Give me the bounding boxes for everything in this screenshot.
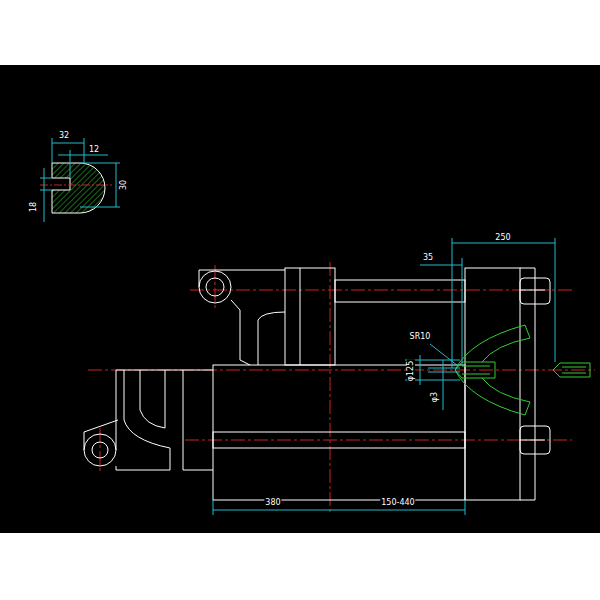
drawing-stroke xyxy=(183,370,213,470)
dimension-label: SR10 xyxy=(409,333,432,341)
dimension-label: 12 xyxy=(88,146,100,154)
drawing-stroke xyxy=(70,150,71,178)
drawing-stroke xyxy=(84,434,116,466)
drawing-stroke xyxy=(199,270,285,365)
drawing-stroke xyxy=(40,190,52,191)
drawing-stroke xyxy=(116,163,117,207)
drawing-stroke xyxy=(465,500,466,515)
drawing-stroke xyxy=(84,138,85,163)
dimension-label: 18 xyxy=(30,201,38,213)
drawing-stroke xyxy=(100,428,101,472)
drawing-stroke xyxy=(80,207,120,208)
drawing-stroke xyxy=(520,426,550,454)
dimension-label: φ125 xyxy=(407,360,415,383)
drawing-stroke xyxy=(52,138,53,163)
drawing-stroke xyxy=(420,265,462,266)
drawing-stroke xyxy=(455,370,530,415)
drawing-stroke xyxy=(140,370,165,428)
drawing-stroke xyxy=(428,372,460,373)
drawing-stroke xyxy=(562,367,586,373)
drawing-stroke xyxy=(185,440,572,441)
drawing-stroke xyxy=(80,163,120,164)
drawing-stroke xyxy=(335,280,465,302)
drawing-stroke xyxy=(206,278,224,296)
drawing-stroke xyxy=(40,178,52,179)
section-detail xyxy=(40,138,120,222)
drawing-stroke xyxy=(300,268,301,365)
drawing-stroke xyxy=(462,258,463,365)
drawing-stroke xyxy=(52,163,105,213)
drawing-stroke xyxy=(84,370,213,470)
centre-lines xyxy=(88,262,595,515)
drawing-stroke xyxy=(40,185,112,186)
drawing-stroke xyxy=(520,268,535,500)
drawing-stroke xyxy=(52,143,84,144)
dimension-label: 150-440 xyxy=(380,499,415,507)
drawing-stroke xyxy=(199,271,231,303)
drawing-stroke xyxy=(452,238,453,368)
injection-unit xyxy=(84,268,550,500)
dimension-label: 35 xyxy=(422,254,434,262)
drawing-stroke xyxy=(452,243,555,244)
drawing-stroke xyxy=(428,368,460,369)
drawing-stroke xyxy=(213,500,214,515)
cad-ground xyxy=(0,65,600,533)
drawing-stroke xyxy=(58,155,108,156)
drawing-stroke xyxy=(190,290,572,291)
dimension-label: 380 xyxy=(264,499,281,507)
drawing-stroke xyxy=(44,168,45,222)
drawing-stroke xyxy=(92,442,108,458)
dimension-label: 250 xyxy=(494,234,511,242)
nozzle xyxy=(455,325,590,415)
drawing-stroke xyxy=(443,360,444,410)
drawing-stroke xyxy=(213,510,465,511)
dimension-lines xyxy=(213,238,555,515)
drawing-stroke xyxy=(40,138,120,222)
drawing-stroke xyxy=(330,262,331,515)
drawing-stroke xyxy=(420,355,421,385)
drawing-stroke xyxy=(520,290,545,440)
dimension-label: φ3 xyxy=(431,391,439,403)
dimension-label: 30 xyxy=(120,179,128,191)
drawing-stroke xyxy=(555,238,556,362)
drawing-stroke xyxy=(213,365,465,500)
drawing-stroke xyxy=(462,366,490,374)
drawing-stroke xyxy=(455,325,530,370)
drawing-stroke xyxy=(213,432,465,448)
drawing-stroke xyxy=(285,268,335,365)
drawing-stroke xyxy=(465,268,520,500)
dimension-label: 32 xyxy=(58,132,70,140)
drawing-stroke xyxy=(430,344,458,366)
drawing-stroke xyxy=(455,362,495,378)
drawing-stroke xyxy=(553,363,590,377)
drawing-stroke xyxy=(520,278,550,304)
